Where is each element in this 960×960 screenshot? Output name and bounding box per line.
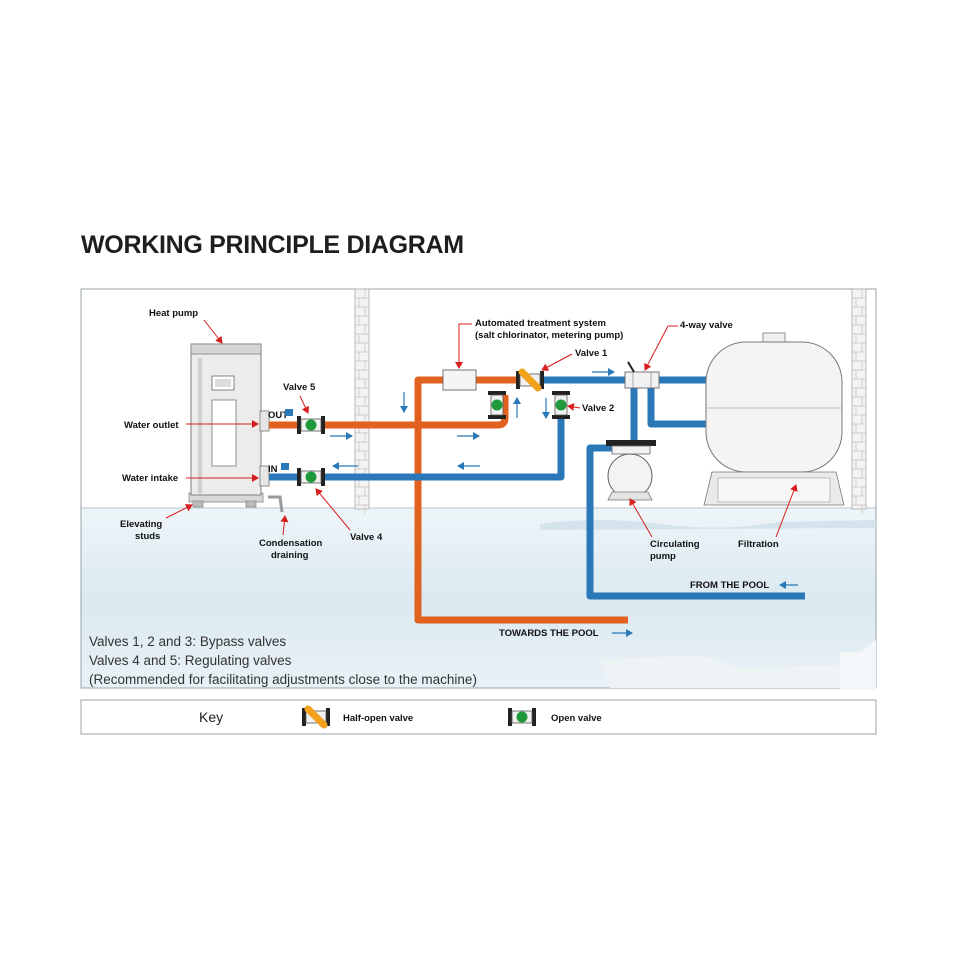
key-half-open-valve-icon (302, 705, 330, 729)
water-intake-label: Water intake (122, 473, 178, 484)
circulating-pump-label: Circulating (650, 539, 700, 550)
valve1-label: Valve 1 (575, 348, 608, 359)
callout-arrow (629, 498, 653, 538)
wall-pillar (354, 288, 867, 510)
note-recommendation: (Recommended for facilitating adjustment… (89, 672, 477, 687)
filtration-label: Filtration (738, 539, 779, 550)
treatment-system-box (442, 369, 477, 391)
callout-arrow (775, 484, 798, 538)
callout-arrow (455, 323, 472, 369)
towards-pool-label: TOWARDS THE POOL (499, 628, 599, 639)
condensation-label-line2: draining (271, 550, 309, 561)
callout-arrow (541, 353, 573, 371)
key-title: Key (199, 709, 223, 725)
valve3 (488, 391, 506, 419)
filtration-tank (703, 332, 845, 506)
elevating-studs-label: Elevating (120, 519, 162, 530)
treatment-system-label: Automated treatment system (475, 318, 606, 329)
callout-arrow (644, 325, 678, 371)
condensation-label: Condensation (259, 538, 323, 549)
valve2 (552, 391, 570, 419)
key-open-label: Open valve (551, 713, 602, 724)
valve5 (297, 416, 325, 434)
valve5-label: Valve 5 (283, 382, 316, 393)
note-bypass-valves: Valves 1, 2 and 3: Bypass valves (89, 634, 286, 649)
circulating-pump (606, 440, 656, 501)
heat-pump-label: Heat pump (149, 308, 198, 319)
from-pool-pipe (586, 444, 805, 600)
from-pool-label: FROM THE POOL (690, 580, 769, 591)
circulating-pump-label-line2: pump (650, 551, 676, 562)
callout-arrow (280, 515, 289, 536)
note-regulating-valves: Valves 4 and 5: Regulating valves (89, 653, 292, 668)
key-open-valve-icon (508, 708, 536, 726)
in-water-icon (281, 463, 289, 470)
water-outlet-label: Water outlet (124, 420, 179, 431)
callout-arrow (299, 395, 310, 414)
callout-arrow (567, 403, 581, 411)
callout-arrow (203, 319, 223, 344)
out-label: OUT (268, 410, 288, 421)
page-title: WORKING PRINCIPLE DIAGRAM (81, 231, 464, 259)
treatment-system-label-line2: (salt chlorinator, metering pump) (475, 330, 623, 341)
heat-pump-unit (188, 343, 284, 513)
hot-pipe-towards-pool (414, 376, 628, 624)
key-half-open-label: Half-open valve (343, 713, 413, 724)
valve4 (297, 468, 325, 486)
elevating-studs-label-line2: studs (135, 531, 160, 542)
4way-valve-label: 4-way valve (680, 320, 733, 331)
valve2-label: Valve 2 (582, 403, 614, 414)
callout-arrow (165, 504, 193, 519)
callout-arrow (315, 488, 351, 531)
in-label: IN (268, 464, 278, 475)
out-water-icon (285, 409, 293, 416)
valve4-label: Valve 4 (350, 532, 383, 543)
key-legend: Key Half-open valve Open valve (80, 699, 877, 735)
valve1 (516, 368, 544, 392)
4way-to-filter-pipe (647, 380, 708, 428)
cold-intake-pipe (269, 393, 565, 481)
4way-valve (624, 361, 660, 389)
